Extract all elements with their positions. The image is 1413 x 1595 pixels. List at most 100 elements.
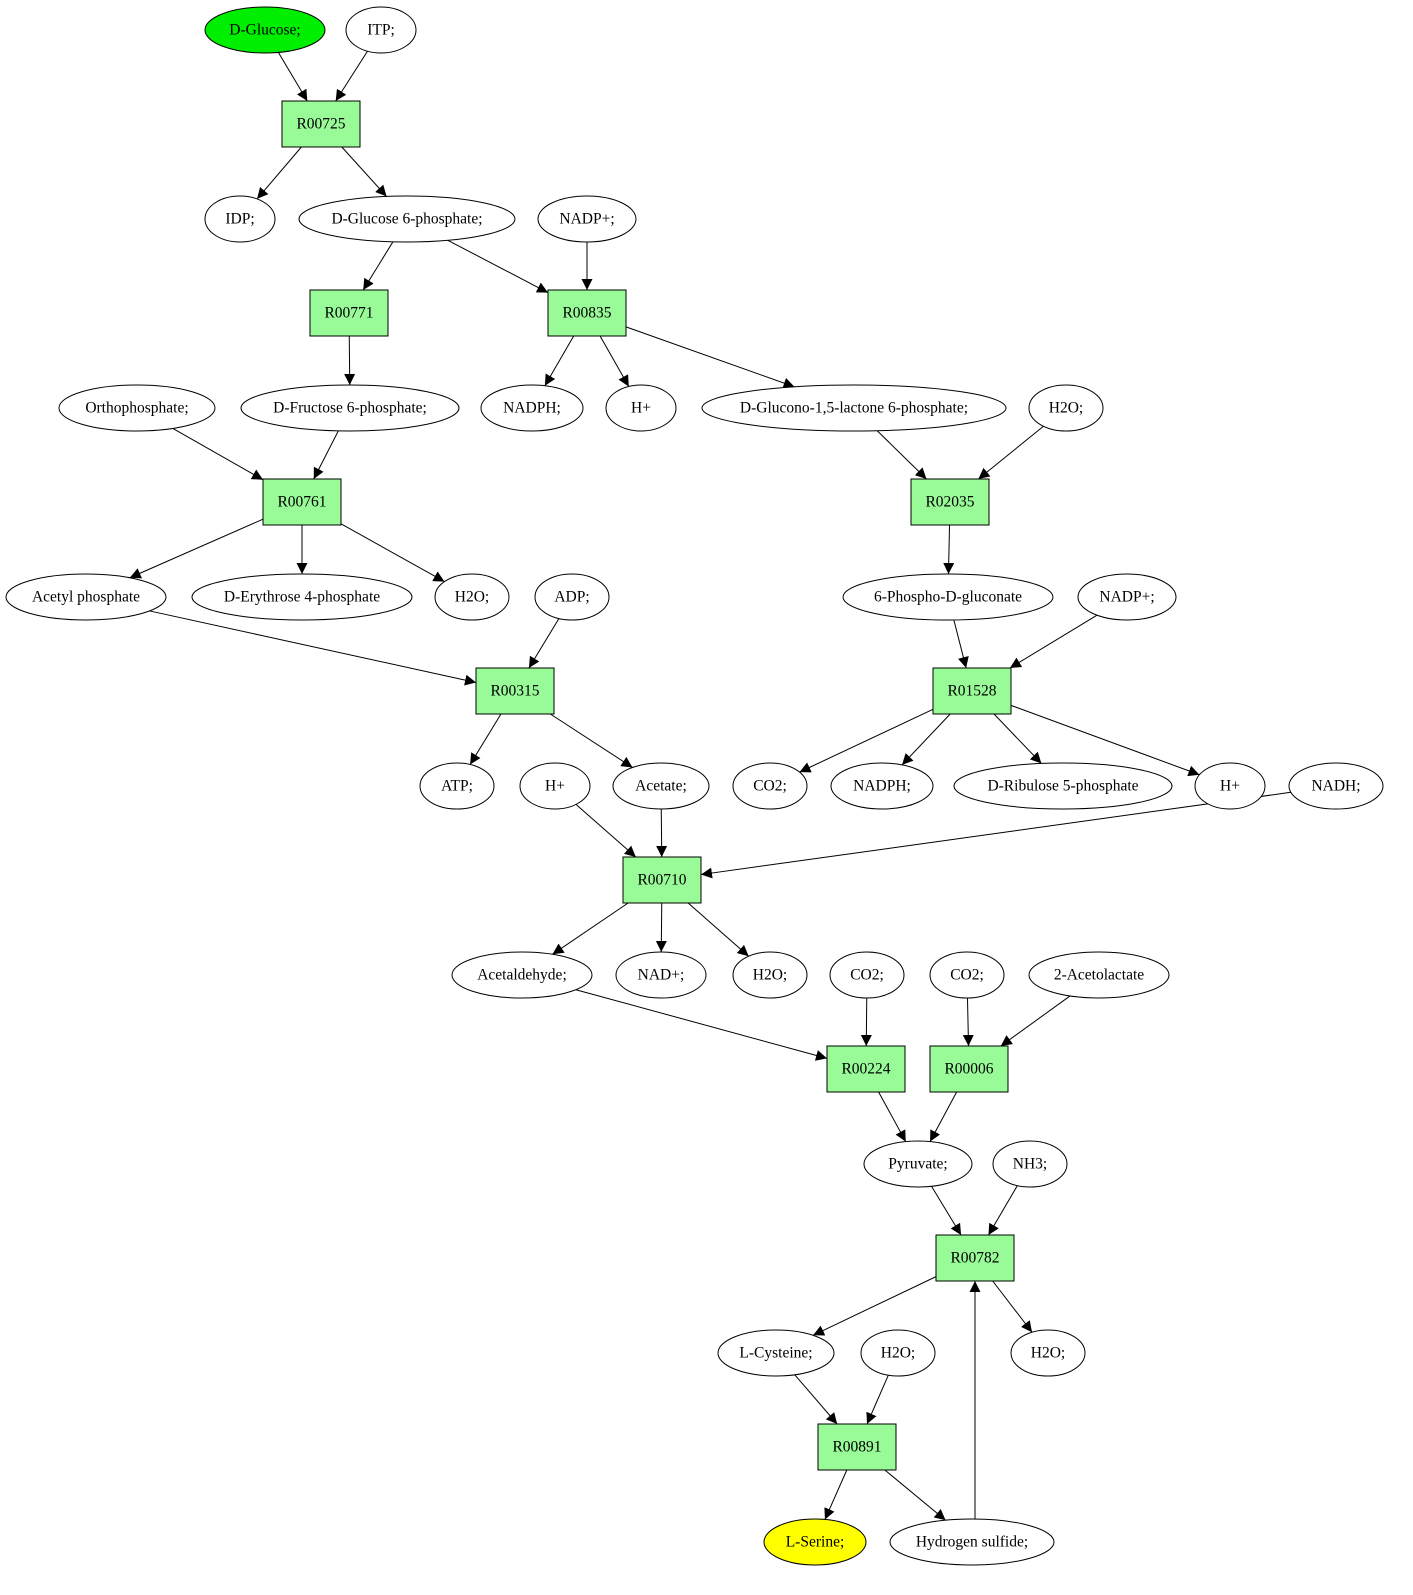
compound-label: 6-Phospho-D-gluconate xyxy=(874,589,1022,606)
compound-ellipse xyxy=(1028,951,1170,999)
compound-ellipse xyxy=(1288,762,1384,810)
edge-r_00315-to-c_atp xyxy=(469,713,502,765)
compound-node-c-acetylp: Acetyl phosphate xyxy=(5,573,167,621)
edge-c_pyruvate-to-r_00782 xyxy=(931,1186,962,1236)
edge-layer xyxy=(129,50,1291,1521)
compound-ellipse xyxy=(451,951,593,999)
compound-node-c-f6p: D-Fructose 6-phosphate; xyxy=(240,384,460,432)
compound-label: L-Serine; xyxy=(786,1534,845,1551)
compound-ellipse xyxy=(953,762,1173,810)
compound-ellipse xyxy=(615,951,707,999)
edge-c_hplus2-to-r_00710 xyxy=(575,804,637,858)
compound-label: CO2; xyxy=(950,967,984,984)
compound-ellipse xyxy=(345,6,417,54)
reaction-label: R00710 xyxy=(637,872,686,889)
edge-r_00835-to-c_nadph1 xyxy=(544,335,575,386)
compound-ellipse xyxy=(605,384,677,432)
compound-ellipse xyxy=(1028,384,1104,432)
edge-c_acetolac-to-r_00006 xyxy=(1000,995,1071,1047)
compound-ellipse xyxy=(992,1140,1068,1188)
compound-node-c-glucono: D-Glucono-1,5-lactone 6-phosphate; xyxy=(701,384,1007,432)
compound-label: 2-Acetolactate xyxy=(1054,967,1144,984)
compound-ellipse xyxy=(537,195,637,243)
compound-node-c-idp: IDP; xyxy=(204,195,276,243)
reaction-label: R00771 xyxy=(324,305,373,322)
edge-c_glucono-to-r_02035 xyxy=(876,430,927,480)
compound-node-c-h2s: Hydrogen sulfide; xyxy=(889,1518,1055,1566)
reaction-label: R02035 xyxy=(925,494,974,511)
compound-label: NADPH; xyxy=(503,400,561,417)
compound-node-c-pyruvate: Pyruvate; xyxy=(863,1140,973,1188)
edge-r_00891-to-c_serine xyxy=(824,1469,848,1520)
reaction-label: R00782 xyxy=(950,1250,999,1267)
compound-ellipse xyxy=(5,573,167,621)
compound-ellipse xyxy=(434,573,510,621)
reaction-box xyxy=(622,856,702,904)
compound-ellipse xyxy=(732,762,808,810)
compound-label: H+ xyxy=(545,778,565,795)
edge-r_00315-to-c_acetate xyxy=(550,713,633,768)
compound-label: D-Glucono-1,5-lactone 6-phosphate; xyxy=(740,400,968,417)
reaction-node-r-01528: R01528 xyxy=(932,667,1012,715)
reaction-node-r-02035: R02035 xyxy=(910,478,990,526)
compound-label: Orthophosphate; xyxy=(85,400,188,417)
reaction-node-r-00006: R00006 xyxy=(929,1045,1009,1093)
compound-label: D-Erythrose 4-phosphate xyxy=(224,589,380,606)
compound-label: Acetyl phosphate xyxy=(32,589,140,606)
reaction-node-r-00725: R00725 xyxy=(281,100,361,148)
compound-node-c-acetald: Acetaldehyde; xyxy=(451,951,593,999)
compound-ellipse xyxy=(191,573,413,621)
compound-label: NADP+; xyxy=(1099,589,1154,606)
compound-label: CO2; xyxy=(850,967,884,984)
compound-node-c-ortho: Orthophosphate; xyxy=(58,384,216,432)
edge-r_00891-to-c_h2s xyxy=(884,1469,946,1521)
compound-label: D-Glucose; xyxy=(229,22,300,39)
compound-label: H+ xyxy=(631,400,651,417)
compound-label: H+ xyxy=(1220,778,1240,795)
reaction-node-r-00835: R00835 xyxy=(547,289,627,337)
edge-r_00224-to-c_pyruvate xyxy=(878,1091,907,1142)
compound-node-c-h2o1: H2O; xyxy=(1028,384,1104,432)
edge-c_nh3-to-r_00782 xyxy=(988,1185,1018,1236)
edge-c_g6p-to-r_00835 xyxy=(447,239,549,294)
reaction-label: R00891 xyxy=(832,1439,881,1456)
reaction-node-r-00761: R00761 xyxy=(262,478,342,526)
edge-r_00761-to-c_h2o2 xyxy=(340,523,445,583)
compound-ellipse xyxy=(829,951,905,999)
compound-label: D-Glucose 6-phosphate; xyxy=(331,211,482,228)
compound-label: Pyruvate; xyxy=(888,1156,947,1173)
compound-node-c-co2c: CO2; xyxy=(929,951,1005,999)
edge-r_00835-to-c_hplus1 xyxy=(599,335,630,387)
edge-r_02035-to-c_6pg xyxy=(943,524,955,575)
compound-node-c-nh3: NH3; xyxy=(992,1140,1068,1188)
compound-label: NADPH; xyxy=(853,778,911,795)
compound-label: ITP; xyxy=(367,22,395,39)
edge-r_00710-to-c_nad xyxy=(655,902,667,953)
edge-c_glucose-to-r_00725 xyxy=(277,52,308,102)
compound-label: ADP; xyxy=(554,589,589,606)
compound-ellipse xyxy=(1194,762,1266,810)
compound-node-c-h2o4: H2O; xyxy=(860,1329,936,1377)
compound-label: D-Fructose 6-phosphate; xyxy=(273,400,427,417)
compound-node-c-cys: L-Cysteine; xyxy=(717,1329,835,1377)
reaction-box xyxy=(935,1234,1015,1282)
compound-node-c-atp: ATP; xyxy=(419,762,495,810)
reaction-box xyxy=(826,1045,906,1093)
edge-r_01528-to-c_ru5p xyxy=(993,713,1042,764)
edge-c_ortho-to-r_00761 xyxy=(172,427,264,481)
compound-node-c-hplus3: H+ xyxy=(1194,762,1266,810)
compound-node-c-h2o2: H2O; xyxy=(434,573,510,621)
reaction-box xyxy=(932,667,1012,715)
compound-node-c-adp: ADP; xyxy=(534,573,610,621)
compound-label: NH3; xyxy=(1013,1156,1047,1173)
compound-label: D-Ribulose 5-phosphate xyxy=(987,778,1138,795)
compound-ellipse xyxy=(204,6,326,54)
reaction-node-r-00782: R00782 xyxy=(935,1234,1015,1282)
compound-label: L-Cysteine; xyxy=(739,1345,812,1362)
compound-node-c-co2b: CO2; xyxy=(829,951,905,999)
edge-r_00761-to-c_acetylp xyxy=(129,518,264,579)
compound-ellipse xyxy=(298,195,516,243)
compound-ellipse xyxy=(519,762,591,810)
edge-c_acetald-to-r_00224 xyxy=(575,989,828,1061)
edge-r_00835-to-c_glucono xyxy=(625,326,795,389)
